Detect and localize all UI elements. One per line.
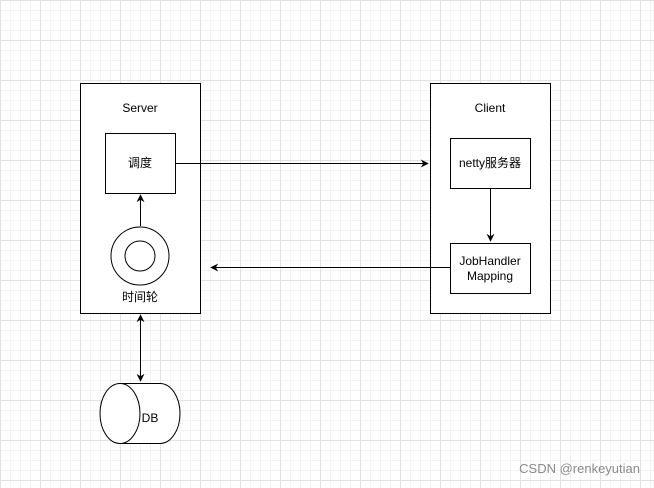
server-label: Server (122, 101, 158, 115)
watermark: CSDN @renkeyutian (519, 461, 640, 476)
netty-server-box[interactable] (450, 138, 531, 189)
client-label: Client (474, 101, 506, 115)
scheduler-box[interactable] (105, 133, 176, 194)
scheduler-label: 调度 (127, 156, 152, 170)
job-handler-mapping-box[interactable] (450, 243, 531, 294)
job-handler-mapping-label: JobHandler Mapping (459, 254, 521, 283)
database-label: DB (141, 411, 159, 425)
netty-server-label: netty服务器 (458, 156, 522, 170)
time-wheel-inner-ring (124, 240, 156, 272)
time-wheel-label: 时间轮 (121, 290, 158, 304)
database-cylinder[interactable] (99, 383, 181, 444)
